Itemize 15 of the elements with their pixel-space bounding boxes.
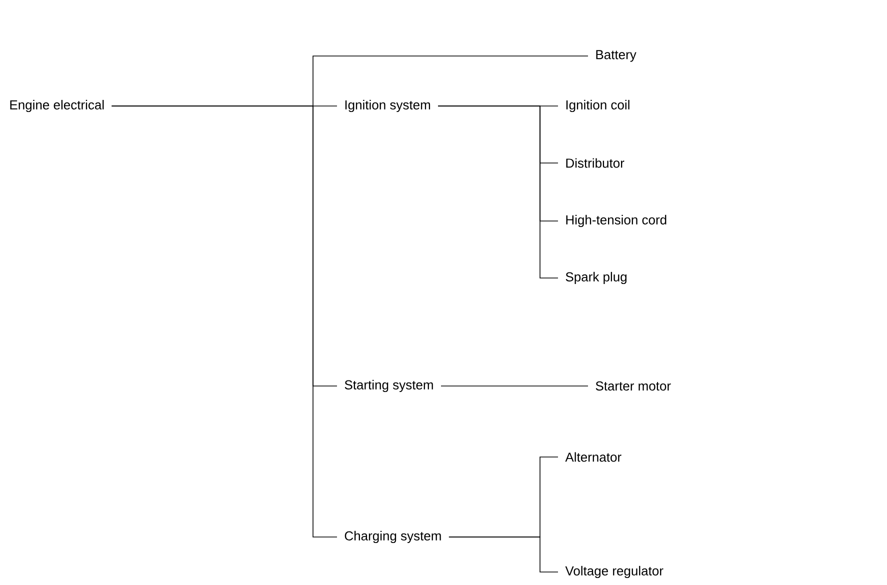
label-text: Ignition system <box>345 100 430 112</box>
label-text: Starting system <box>344 380 433 392</box>
label-text: Alternator <box>565 452 622 462</box>
label-text: High-tension cord <box>566 214 666 228</box>
label-text: Battery <box>596 50 636 62</box>
label-text: Engine electrical <box>10 100 104 112</box>
connector-line <box>111 106 338 538</box>
label-text: Starter motor <box>596 381 671 391</box>
label-text: Distributor <box>566 158 624 168</box>
label-text: Charging system <box>344 530 441 544</box>
label-text: Ignition coil <box>566 100 630 112</box>
connector-line <box>448 536 558 572</box>
connector-line <box>438 106 558 278</box>
label-text: Voltage regulator <box>565 566 664 578</box>
label-text: Spark plug <box>566 272 626 284</box>
